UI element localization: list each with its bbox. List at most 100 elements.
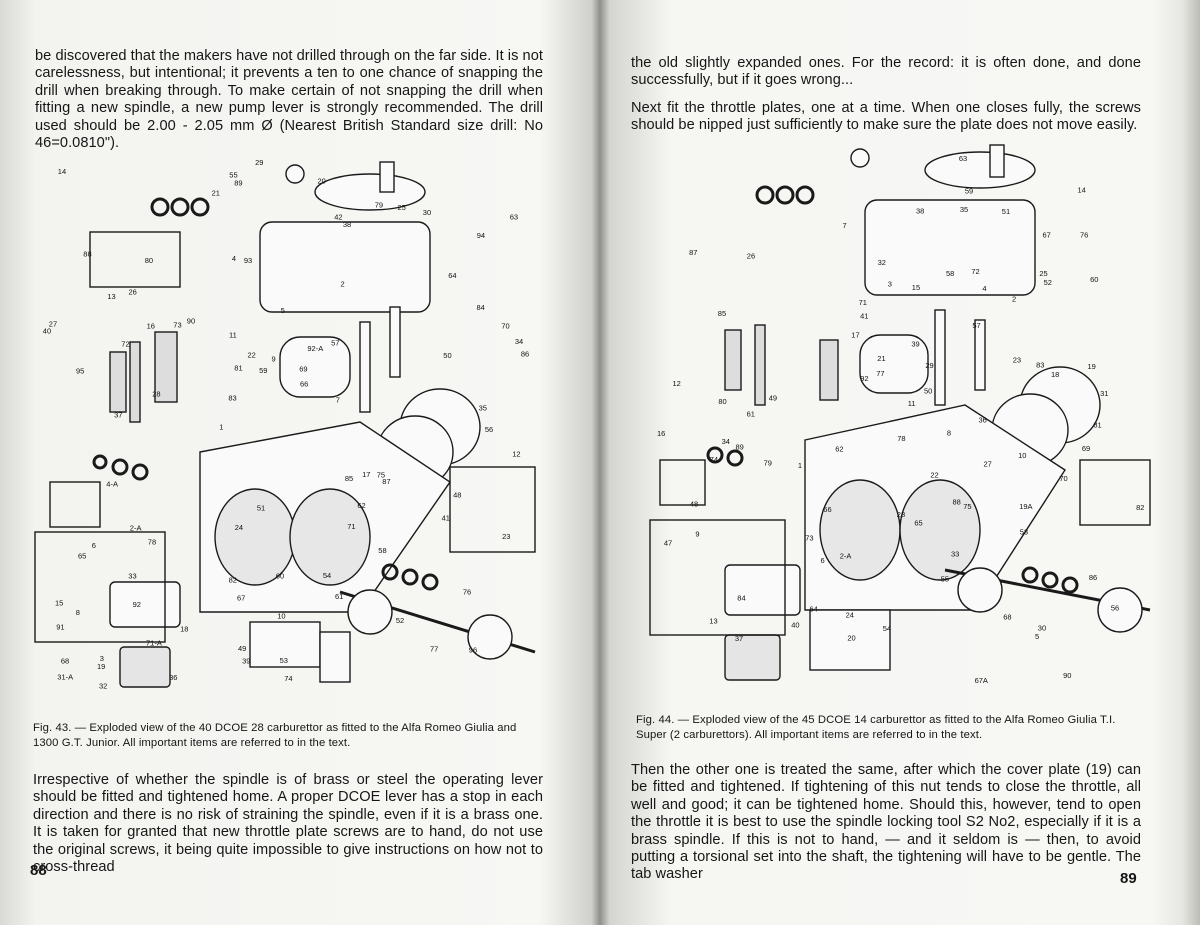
part-number-label: 70 (501, 322, 509, 331)
part-number-label: 85 (345, 474, 353, 483)
part-number-label: 92 (133, 600, 141, 609)
part-number-label: 81 (1093, 421, 1101, 430)
part-number-label: 67A (975, 676, 988, 685)
part-number-label: 22 (930, 471, 938, 480)
part-number-label: 84 (737, 594, 745, 603)
left-top-paragraph: be discovered that the makers have not d… (35, 48, 543, 152)
part-number-label: 77 (876, 369, 884, 378)
part-number-label: 16 (657, 429, 665, 438)
part-number-label: 84 (477, 303, 485, 312)
part-number-label: 90 (187, 316, 195, 325)
part-number-label: 9 (272, 354, 276, 363)
part-number-label: 23 (502, 532, 510, 541)
part-number-label: 58 (378, 546, 386, 555)
part-number-label: 28 (897, 510, 905, 519)
part-number-label: 49 (238, 644, 246, 653)
part-number-label: 55 (941, 574, 949, 583)
part-number-label: 89 (234, 178, 242, 187)
part-number-label: 41 (442, 514, 450, 523)
part-number-label: 48 (453, 490, 461, 499)
part-number-label: 75 (377, 470, 385, 479)
part-number-label: 60 (276, 572, 284, 581)
part-number-label: 24 (846, 610, 854, 619)
part-number-label: 50 (924, 387, 932, 396)
part-number-label: 29 (925, 361, 933, 370)
part-number-label: 79 (764, 459, 772, 468)
part-number-label: 52 (1044, 278, 1052, 287)
part-number-label: 77 (430, 645, 438, 654)
part-number-label: 48 (690, 500, 698, 509)
part-number-label: 6 (92, 541, 96, 550)
part-number-label: 15 (55, 598, 63, 607)
part-number-label: 6 (821, 556, 825, 565)
part-number-label: 82 (229, 576, 237, 585)
page-number-left: 88 (30, 862, 47, 879)
part-number-label: 79 (375, 200, 383, 209)
part-number-label: 3 (100, 654, 104, 663)
part-number-label: 21 (212, 188, 220, 197)
part-number-label: 85 (718, 309, 726, 318)
right-bottom-paragraph: Then the other one is treated the same, … (631, 762, 1141, 883)
part-number-label: 26 (129, 288, 137, 297)
part-number-label: 81 (234, 364, 242, 373)
part-number-label: 64 (448, 271, 456, 280)
part-number-label: 50 (443, 351, 451, 360)
part-number-label: 4-A (106, 480, 118, 489)
part-number-label: 87 (689, 248, 697, 257)
right-top-paragraph: the old slightly expanded ones. For the … (631, 55, 1141, 89)
part-number-label: 11 (229, 331, 237, 340)
part-number-label: 63 (510, 213, 518, 222)
part-number-label: 29 (255, 158, 263, 167)
part-number-label: 56 (1111, 604, 1119, 613)
part-number-label: 37 (735, 634, 743, 643)
part-number-label: 7 (843, 221, 847, 230)
part-number-label: 26 (747, 251, 755, 260)
part-number-label: 72 (971, 267, 979, 276)
part-number-label: 31 (1100, 389, 1108, 398)
part-number-label: 72 (121, 339, 129, 348)
part-number-label: 22 (248, 351, 256, 360)
part-number-label: 49 (769, 394, 777, 403)
part-number-label: 71 (347, 522, 355, 531)
part-number-label: 73 (805, 533, 813, 542)
part-number-label: 19A (1019, 502, 1032, 511)
part-number-label: 52 (396, 616, 404, 625)
part-number-label: 69 (1082, 444, 1090, 453)
part-number-label: 33 (951, 550, 959, 559)
part-number-label: 4 (982, 284, 986, 293)
part-number-label: 76 (1080, 230, 1088, 239)
part-number-label: 12 (512, 449, 520, 458)
part-number-label: 64 (810, 605, 818, 614)
page-number-right: 89 (1120, 870, 1137, 887)
part-number-label: 78 (897, 434, 905, 443)
part-number-label: 62 (357, 501, 365, 510)
part-number-label: 21 (877, 354, 885, 363)
part-number-label: 30 (423, 208, 431, 217)
part-number-label: 24 (235, 523, 243, 532)
part-number-label: 92-A (307, 344, 323, 353)
part-number-label: 71 (859, 298, 867, 307)
part-number-label: 14 (1078, 186, 1086, 195)
part-number-label: 80 (145, 256, 153, 265)
part-number-label: 83 (228, 394, 236, 403)
part-number-label: 63 (959, 154, 967, 163)
part-number-label: 86 (521, 349, 529, 358)
part-number-label: 96 (469, 646, 477, 655)
part-number-label: 66 (300, 380, 308, 389)
part-number-label: 39 (911, 340, 919, 349)
part-number-label: 47 (664, 539, 672, 548)
part-number-label: 53 (1020, 527, 1028, 536)
part-number-label: 36 (169, 673, 177, 682)
part-number-label: 9 (695, 529, 699, 538)
part-number-label: 36 (979, 416, 987, 425)
part-number-label: 54 (883, 624, 891, 633)
part-number-label: 25 (1039, 269, 1047, 278)
part-number-label: 78 (148, 538, 156, 547)
part-number-label: 60 (1090, 275, 1098, 284)
part-number-label: 66 (823, 505, 831, 514)
part-number-label: 61 (335, 592, 343, 601)
part-number-label: 18 (180, 624, 188, 633)
part-number-label: 41 (860, 312, 868, 321)
